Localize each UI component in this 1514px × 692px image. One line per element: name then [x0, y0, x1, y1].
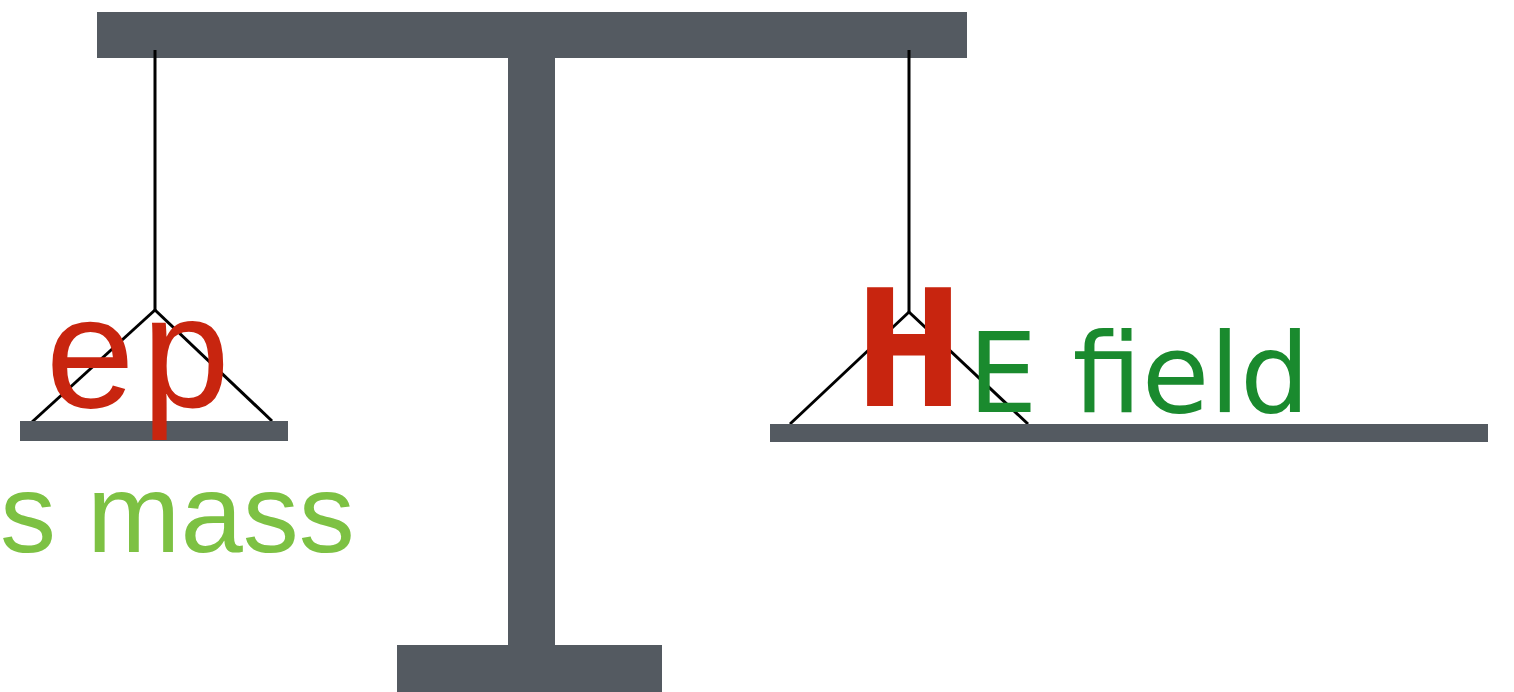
field-note: E field — [968, 319, 1310, 429]
balance-beam — [97, 12, 967, 58]
balance-post — [508, 56, 555, 650]
balance-base — [397, 645, 662, 692]
left-string — [154, 50, 157, 310]
atom-label: H — [855, 268, 963, 448]
particle-label: ep — [42, 285, 234, 445]
mass-note: s mass — [0, 458, 355, 570]
